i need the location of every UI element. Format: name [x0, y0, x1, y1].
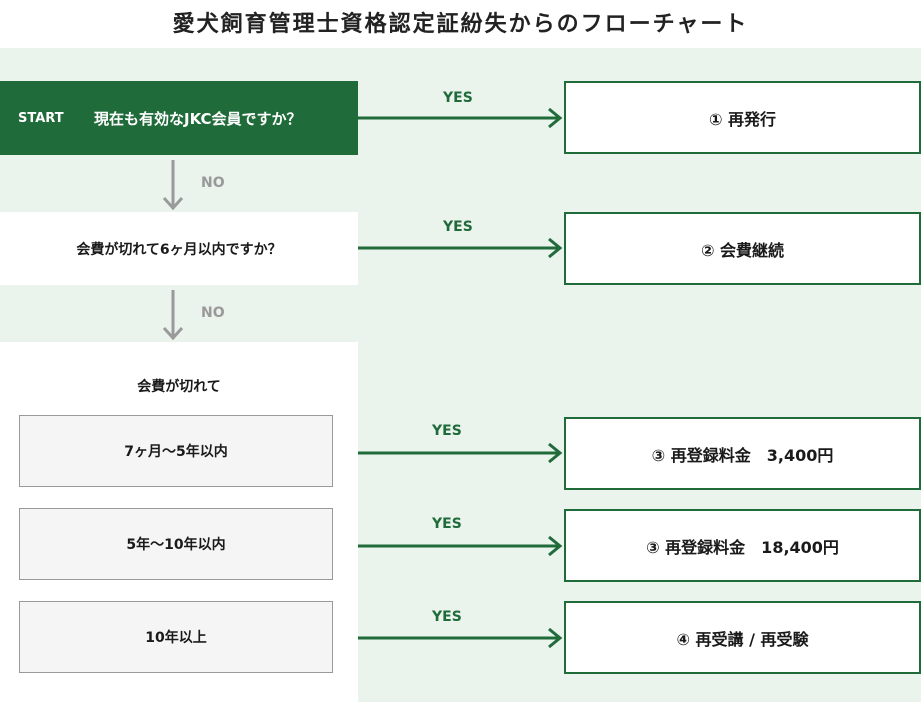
page-title: 愛犬飼育管理士資格認定証紛失からのフローチャート [172, 12, 749, 37]
yes-label-2: YES [443, 219, 473, 235]
result-box-5: ④ 再受講 / 再受験 [564, 601, 921, 674]
right-arrow-1 [358, 107, 563, 129]
range-box-2: 5年〜10年以内 [19, 508, 333, 580]
down-arrow-1 [162, 160, 184, 211]
yes-label-5: YES [432, 609, 462, 625]
question2-box: 会費が切れて6ヶ月以内ですか？ [0, 212, 358, 285]
yes-label-3: YES [432, 423, 462, 439]
range-box-3: 10年以上 [19, 601, 333, 673]
result-box-2: ② 会費継続 [564, 212, 921, 285]
result-box-4: ③ 再登録料金 18,400円 [564, 509, 921, 582]
yes-label-4: YES [432, 516, 462, 532]
result-box-1: ① 再発行 [564, 81, 921, 154]
range-box-1: 7ヶ月〜5年以内 [19, 415, 333, 487]
start-question-box: START 現在も有効なJKC会員ですか？ [0, 81, 358, 155]
down-arrow-2 [162, 290, 184, 341]
no-label-2: NO [201, 305, 225, 321]
right-arrow-3 [334, 442, 563, 464]
yes-label-1: YES [443, 90, 473, 106]
right-arrow-4 [334, 535, 563, 557]
expired-heading: 会費が切れて [137, 379, 221, 395]
start-question-text: 現在も有効なJKC会員ですか？ [94, 109, 302, 128]
no-label-1: NO [201, 175, 225, 191]
start-label: START [18, 110, 64, 126]
right-arrow-2 [358, 237, 563, 259]
right-arrow-5 [334, 627, 563, 649]
result-box-3: ③ 再登録料金 3,400円 [564, 417, 921, 490]
